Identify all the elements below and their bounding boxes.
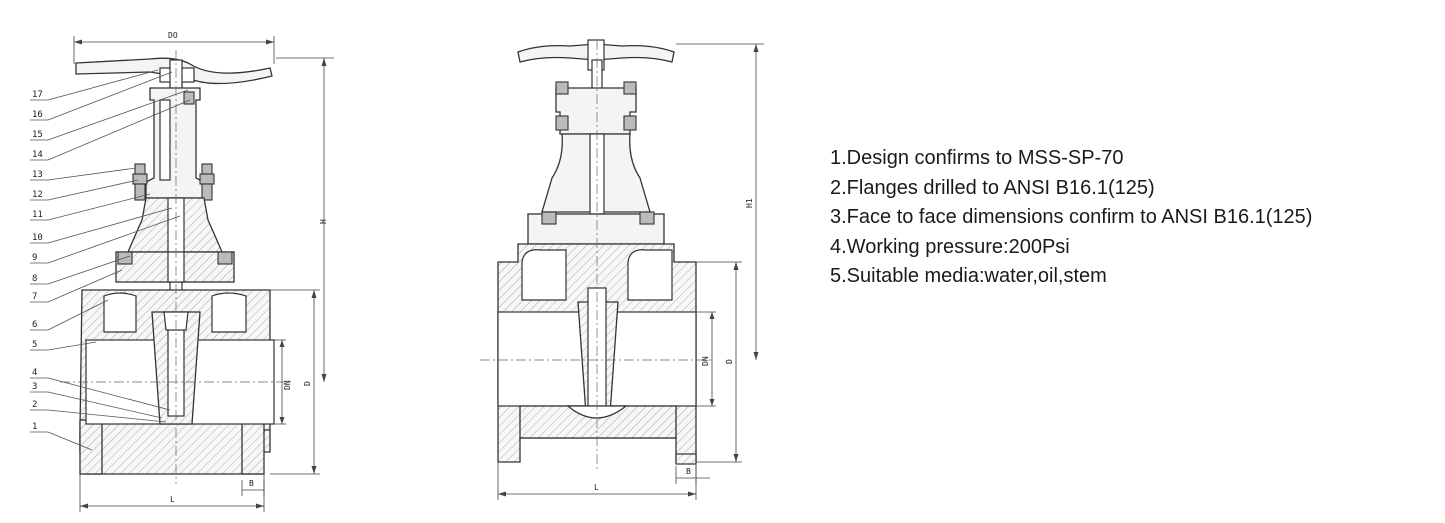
dim-label-b-right: B [686, 467, 691, 476]
part-number-10: 10 [32, 233, 43, 243]
dim-label-d-right: D [725, 359, 734, 364]
part-number-14: 14 [32, 150, 43, 160]
spec-note: 1.Design confirms to MSS-SP-70 [830, 147, 1124, 169]
part-number-4: 4 [32, 368, 37, 378]
part-number-8: 8 [32, 274, 37, 284]
part-number-6: 6 [32, 320, 37, 330]
spec-notes-list: 1.Design confirms to MSS-SP-70 2.Flanges… [830, 144, 1430, 292]
dim-label-dn-right: DN [701, 356, 710, 366]
part-number-2: 2 [32, 400, 37, 410]
part-number-5: 5 [32, 340, 37, 350]
part-number-13: 13 [32, 170, 43, 180]
spec-note: 2.Flanges drilled to ANSI B16.1(125) [830, 176, 1155, 199]
spec-note: 5.Suitable media:water,oil,stem [830, 265, 1107, 287]
spec-note: 3.Face to face dimensions confirm to ANS… [830, 206, 1313, 228]
part-number-11: 11 [32, 210, 43, 220]
part-number-16: 16 [32, 110, 43, 120]
dim-label-h: H [319, 219, 328, 224]
dim-label-do: DO [168, 31, 178, 40]
sectional-view-drawing: DO [30, 31, 334, 512]
part-number-1: 1 [32, 422, 37, 432]
dim-label-d: D [303, 381, 312, 386]
part-number-15: 15 [32, 130, 43, 140]
part-number-12: 12 [32, 190, 43, 200]
dim-label-l: L [170, 495, 175, 504]
spec-note: 4.Working pressure:200Psi [830, 235, 1070, 258]
dim-label-h1: H1 [745, 198, 754, 208]
second-view-drawing: H1 D DN L B [480, 39, 764, 500]
part-number-7: 7 [32, 292, 37, 302]
part-number-17: 17 [32, 90, 43, 100]
dim-label-l-right: L [594, 483, 599, 492]
dim-label-b: B [249, 479, 254, 488]
part-number-9: 9 [32, 253, 37, 263]
part-number-3: 3 [32, 382, 37, 392]
dim-label-dn: DN [283, 380, 292, 390]
